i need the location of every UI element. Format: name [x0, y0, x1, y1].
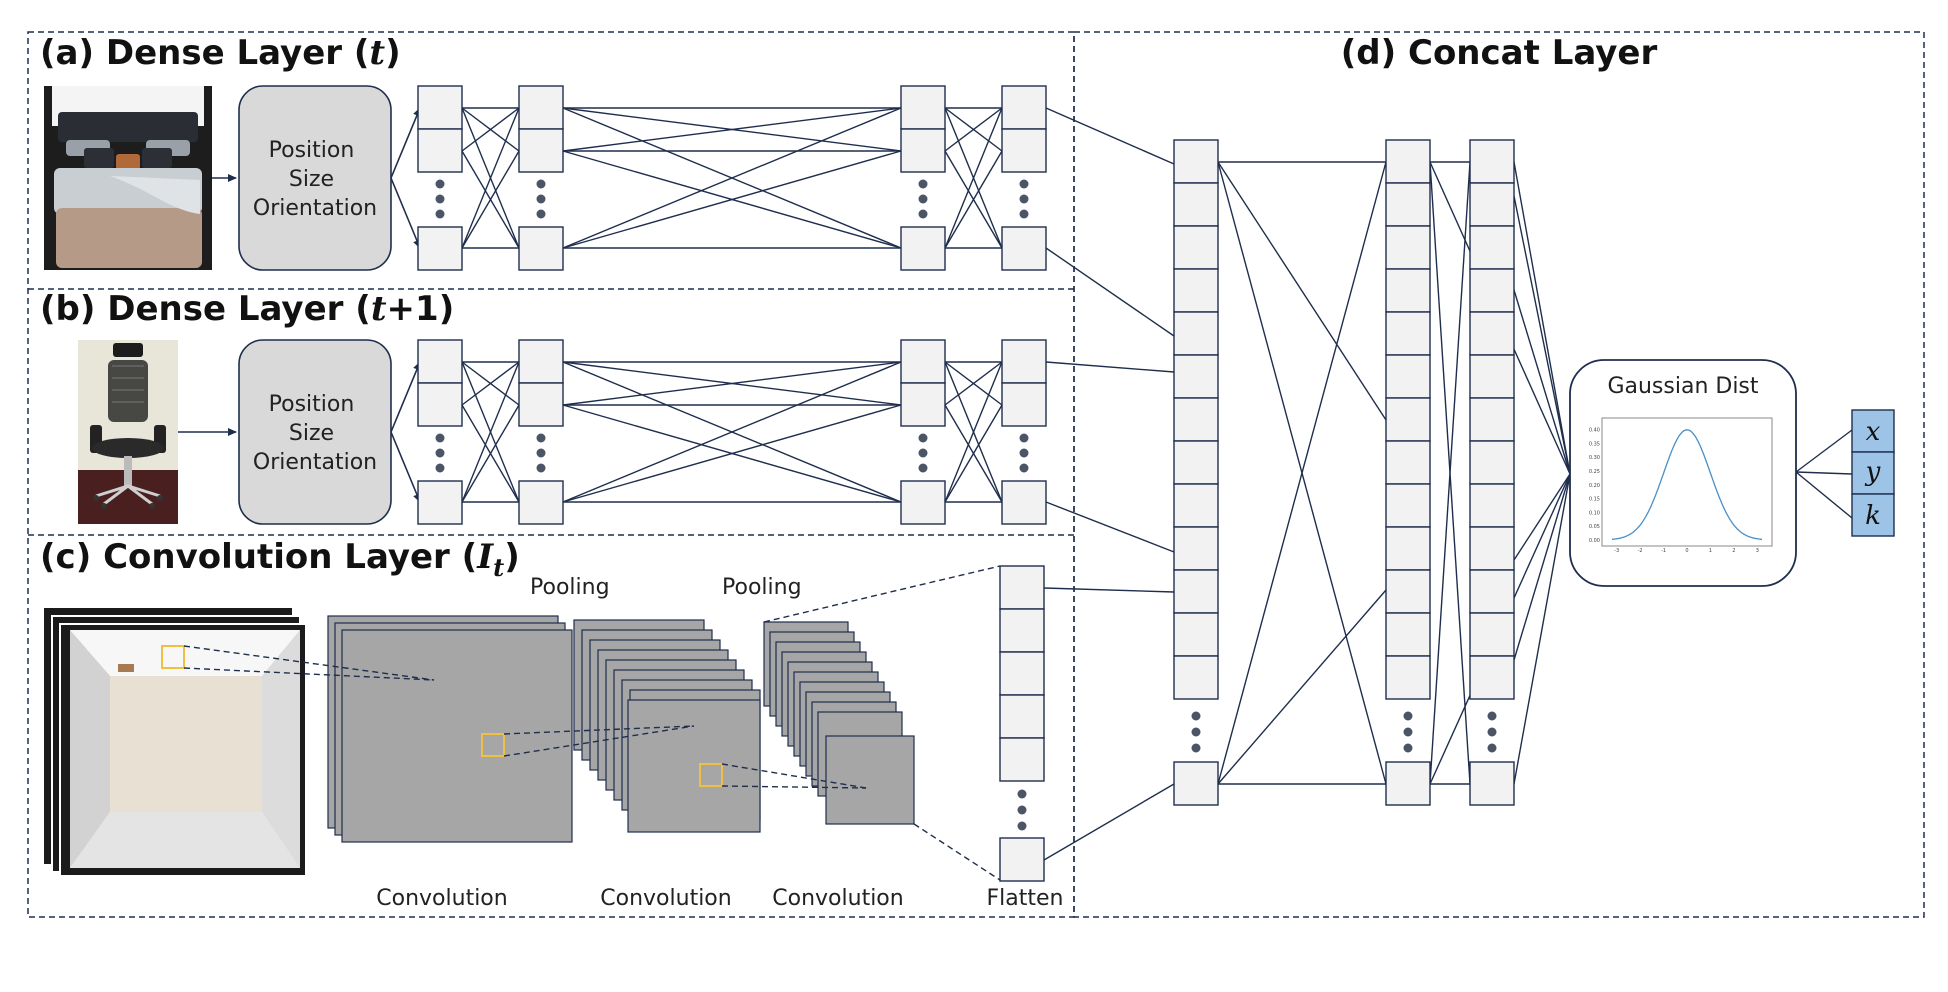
panel-d-title: (d) Concat Layer — [1341, 33, 1658, 73]
convolution-label-3: Convolution — [772, 886, 903, 911]
gaussian-y-tick: 0.15 — [1589, 497, 1600, 503]
arrow-a-top — [390, 107, 421, 179]
bed-image — [44, 86, 212, 270]
convolution-label-2: Convolution — [600, 886, 731, 911]
gaussian-y-tick: 0.25 — [1589, 469, 1600, 475]
flatten-column — [999, 565, 1045, 882]
conv-block-1 — [327, 615, 573, 843]
flatten-label: Flatten — [987, 886, 1064, 911]
hidden-column-1 — [1385, 139, 1431, 806]
feature-box-a-text: Position Size Orientation — [253, 138, 377, 221]
output-column: x y k — [1851, 409, 1895, 537]
convolution-label-1: Convolution — [376, 886, 507, 911]
conv-projections — [183, 565, 1001, 881]
room-image-stack — [44, 608, 307, 877]
concat-column — [1173, 139, 1219, 806]
arrow-a-bottom — [390, 177, 421, 249]
concat-input-links — [1043, 107, 1175, 861]
gaussian-y-tick: 0.40 — [1589, 428, 1600, 434]
gaussian-y-tick: 0.05 — [1589, 524, 1600, 530]
chair-image — [78, 340, 178, 524]
output-node-k — [1851, 493, 1895, 537]
concat-panel-frame — [1073, 31, 1925, 918]
conv-block-3 — [763, 621, 915, 825]
gaussian-x-tick: 2 — [1732, 548, 1735, 554]
gaussian-x-tick: 0 — [1685, 548, 1688, 554]
output-label-x: x — [1866, 417, 1881, 447]
gaussian-y-tick: 0.30 — [1589, 455, 1600, 461]
panel-b-title: (b) Dense Layer (t+1) — [40, 289, 454, 329]
arrow-b-bottom — [390, 431, 421, 503]
panel-frames — [27, 31, 1925, 918]
conv-block-2 — [573, 619, 761, 833]
gaussian-y-tick: 0.20 — [1589, 483, 1600, 489]
gaussian-title: Gaussian Dist — [1607, 374, 1758, 399]
gaussian-ticks: -3 -2 -1 0 1 2 3 0.00 0.05 0.10 0.15 0.20 0.25 0.30 0.… — [1589, 428, 1759, 554]
gaussian-x-tick: -3 — [1614, 548, 1619, 554]
gaussian-box: Gaussian Dist -3 -2 -1 0 1 2 3 0.00 0.05 0.10 0.15… — [1569, 359, 1797, 587]
pooling-label-1: Pooling — [530, 575, 610, 600]
output-label-k: k — [1865, 501, 1881, 531]
gaussian-output-links — [1795, 429, 1853, 519]
gaussian-y-tick: 0.00 — [1589, 538, 1600, 544]
left-panel-frame — [27, 31, 1075, 918]
gaussian-x-tick: 3 — [1756, 548, 1759, 554]
output-node-x — [1851, 409, 1895, 453]
gaussian-curve — [1611, 429, 1763, 540]
gaussian-plot-area — [1601, 417, 1773, 547]
gaussian-x-tick: 1 — [1709, 548, 1712, 554]
dense-network-a — [417, 85, 1047, 271]
output-label-y: y — [1865, 457, 1881, 487]
receptive-field-1 — [161, 645, 185, 669]
dense-network-b — [417, 339, 1047, 525]
panel-a-title: (a) Dense Layer (t) — [40, 33, 401, 73]
gaussian-x-tick: -1 — [1661, 548, 1666, 554]
gaussian-x-tick: -2 — [1638, 548, 1643, 554]
panel-c-title: (c) Convolution Layer (It) — [40, 537, 520, 582]
pooling-label-2: Pooling — [722, 575, 802, 600]
arrow-b-top — [390, 361, 421, 433]
gaussian-y-tick: 0.35 — [1589, 441, 1600, 447]
feature-box-b-text: Position Size Orientation — [253, 392, 377, 475]
hidden-column-2 — [1469, 139, 1515, 806]
output-node-y — [1851, 451, 1895, 495]
gaussian-y-tick: 0.10 — [1589, 510, 1600, 516]
